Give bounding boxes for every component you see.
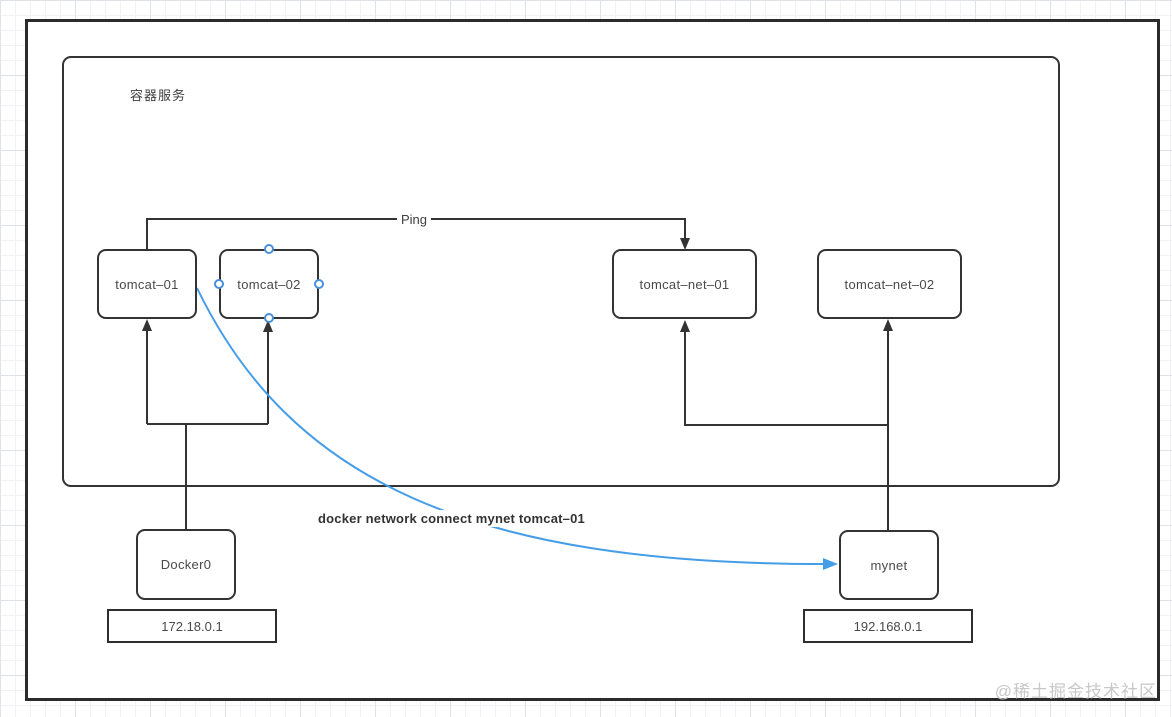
tomcat-02-handle-top[interactable] bbox=[264, 244, 274, 254]
node-tomcat-02-label: tomcat–02 bbox=[237, 276, 301, 292]
node-tomcat-net-02-label: tomcat–net–02 bbox=[844, 276, 935, 292]
ip-mynet-label: 192.168.0.1 bbox=[853, 618, 923, 634]
ping-edge-label: Ping bbox=[397, 212, 432, 227]
node-tomcat-net-01[interactable]: tomcat–net–01 bbox=[612, 249, 757, 319]
connect-command-curve[interactable] bbox=[196, 287, 825, 565]
docker0-to-tomcat02-arrowhead-icon bbox=[263, 320, 273, 332]
node-tomcat-01[interactable]: tomcat–01 bbox=[97, 249, 197, 319]
node-mynet[interactable]: mynet bbox=[839, 530, 939, 600]
node-tomcat-net-01-label: tomcat–net–01 bbox=[639, 276, 730, 292]
tomcat-02-handle-right[interactable] bbox=[314, 279, 324, 289]
watermark: @稀土掘金技术社区 bbox=[994, 682, 1157, 701]
node-mynet-label: mynet bbox=[870, 557, 908, 573]
mynet-to-tomcatnet01-arrowhead-icon bbox=[680, 320, 690, 332]
node-tomcat-net-02[interactable]: tomcat–net–02 bbox=[817, 249, 962, 319]
node-tomcat-02[interactable]: tomcat–02 bbox=[219, 249, 319, 319]
docker0-to-tomcat01-arrowhead-icon bbox=[142, 319, 152, 331]
mynet-to-tomcatnet02-arrowhead-icon bbox=[883, 319, 893, 331]
connect-command-label: docker network connect mynet tomcat–01 bbox=[315, 510, 588, 527]
tomcat-02-handle-bottom[interactable] bbox=[264, 313, 274, 323]
mynet-bridge-connector[interactable] bbox=[684, 331, 889, 530]
node-tomcat-01-label: tomcat–01 bbox=[115, 276, 179, 292]
connect-command-arrowhead-icon bbox=[823, 558, 838, 570]
docker0-bridge-connector[interactable] bbox=[146, 331, 269, 529]
ip-box-docker0[interactable]: 172.18.0.1 bbox=[107, 609, 277, 643]
tomcat-02-handle-left[interactable] bbox=[214, 279, 224, 289]
container-service-group-label: 容器服务 bbox=[130, 88, 187, 103]
node-docker0-label: Docker0 bbox=[160, 557, 212, 572]
ping-arrowhead-icon bbox=[680, 238, 690, 250]
node-docker0[interactable]: Docker0 bbox=[136, 529, 236, 600]
container-service-group[interactable] bbox=[62, 56, 1060, 487]
ip-box-mynet[interactable]: 192.168.0.1 bbox=[803, 609, 973, 643]
ip-docker0-label: 172.18.0.1 bbox=[161, 618, 223, 634]
